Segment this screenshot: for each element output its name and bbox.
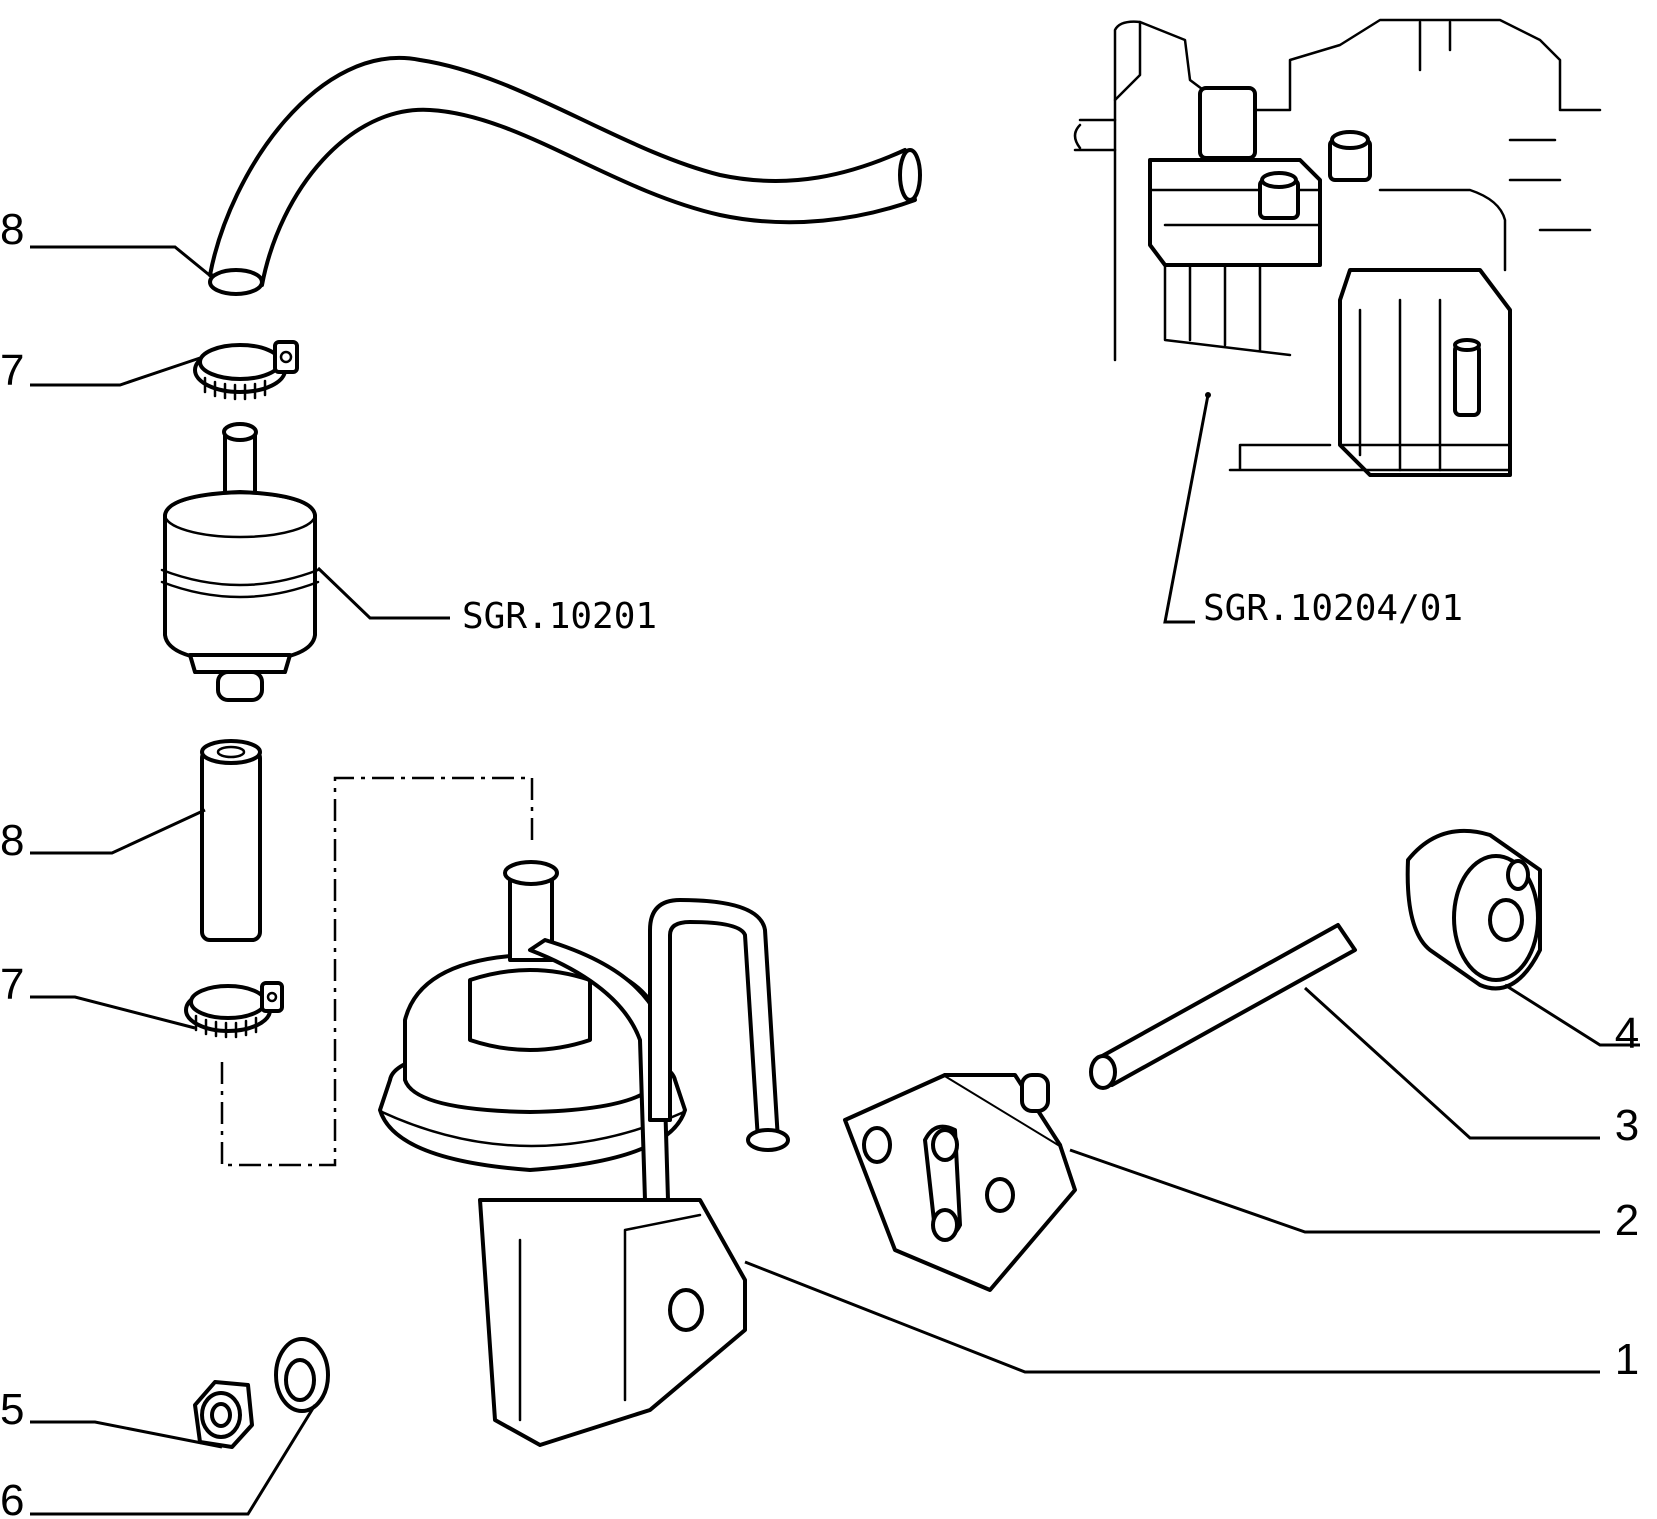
leader-5	[30, 1420, 223, 1449]
leader-3	[1303, 986, 1600, 1140]
reference-label-filter: SGR.10201	[462, 596, 657, 637]
hose-clamp-lower	[184, 981, 284, 1039]
callout-1: 1	[1615, 1335, 1639, 1384]
leader-8-top	[30, 245, 214, 280]
fuel-hose-lower	[200, 739, 262, 942]
pump-spacer-block	[843, 1073, 1077, 1292]
fixing-nut	[193, 1380, 254, 1449]
sealing-washer	[274, 1337, 330, 1413]
leader-filter	[316, 566, 450, 620]
fuel-hose-upper	[208, 56, 922, 296]
callout-2: 2	[1615, 1196, 1639, 1245]
pump-push-rod	[1089, 923, 1357, 1090]
callout-7-top: 7	[0, 346, 24, 395]
leader-lines	[30, 245, 1640, 1516]
leader-2	[1069, 1148, 1600, 1234]
leader-6	[30, 1404, 317, 1516]
callout-6: 6	[0, 1476, 24, 1519]
reference-label-carburettor: SGR.10204/01	[1203, 588, 1463, 629]
callout-8-bottom: 8	[0, 816, 24, 865]
inline-fuel-filter	[160, 422, 320, 702]
leader-1	[744, 1260, 1600, 1374]
fuel-pump	[378, 860, 790, 1447]
callout-8-top: 8	[0, 205, 24, 254]
callout-7-bottom: 7	[0, 960, 24, 1009]
leader-4	[1504, 983, 1640, 1047]
pump-bush	[1405, 828, 1542, 991]
leader-carb	[1163, 394, 1210, 624]
callout-3: 3	[1615, 1101, 1639, 1150]
hose-clamp-upper	[193, 340, 299, 401]
callout-5: 5	[0, 1385, 24, 1434]
leader-8-bottom	[30, 808, 206, 855]
callout-4: 4	[1615, 1009, 1639, 1058]
leader-7-bottom	[30, 995, 196, 1030]
assembly-path-line	[220, 776, 534, 1167]
leader-7-top	[30, 356, 201, 387]
carburettor-reference-view	[1073, 18, 1602, 477]
